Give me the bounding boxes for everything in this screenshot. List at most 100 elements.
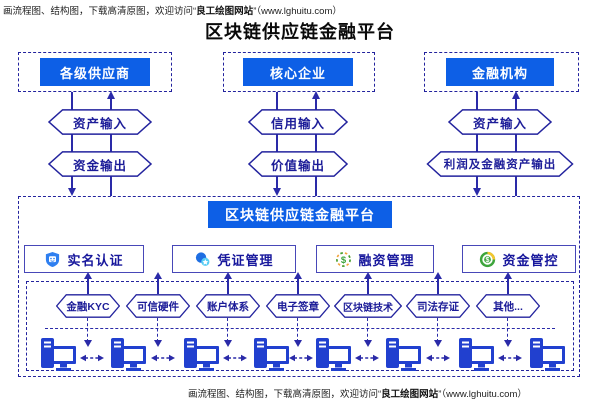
drop-arrow xyxy=(433,340,442,347)
entity-label: 核心企业 xyxy=(269,65,326,81)
entity-label: 各级供应商 xyxy=(59,65,130,81)
header-note: 画流程图、结构图，下载高清原图，欢迎访问“良工绘图网站”（www.lghuitu… xyxy=(3,3,342,17)
capability-label: 区块链技术 xyxy=(343,302,393,314)
footer-note-url: ”（www.lghuitu.com） xyxy=(438,389,527,400)
peer-link-arrow xyxy=(223,350,247,362)
node-computer-icon xyxy=(180,337,220,372)
page-title: 区块链供应链金融平台 xyxy=(205,22,395,42)
module-funds-control: $ 资金管控 xyxy=(462,245,576,273)
hexagon-label: 资金输出 xyxy=(72,158,127,173)
hexagon-shape xyxy=(126,294,190,318)
hexagon-shape xyxy=(448,109,552,135)
drop-line xyxy=(157,318,158,342)
hexagon-credit-input-core: 信用输入 xyxy=(248,109,348,135)
funds-control-icon: $ xyxy=(480,251,496,267)
drop-line xyxy=(87,318,88,342)
infrastructure-frame xyxy=(26,281,574,371)
drop-arrow xyxy=(363,340,372,347)
node-computer-icon xyxy=(526,337,566,372)
capability-hexagon-hardware: 可信硬件 xyxy=(126,294,190,318)
hexagon-shape xyxy=(196,294,260,318)
flow-line-up-suppliers xyxy=(110,99,112,196)
module-label: 融资管理 xyxy=(358,252,415,268)
platform-frame xyxy=(18,196,580,377)
hexagon-shape xyxy=(426,151,574,177)
flow-line-down-core xyxy=(276,92,278,190)
cap-line xyxy=(437,277,439,294)
cap-arrow-up xyxy=(363,272,372,279)
cap-line xyxy=(87,277,89,294)
hexagon-shape xyxy=(248,109,348,135)
capability-label: 账户体系 xyxy=(207,300,249,313)
module-real-name-auth: 实名认证 xyxy=(24,245,144,273)
capability-hexagon-blockchain: 区块链技术 xyxy=(334,294,402,318)
module-label: 凭证管理 xyxy=(217,252,274,268)
cap-line xyxy=(367,277,369,294)
hexagon-shape xyxy=(334,294,402,318)
arrow-down-core xyxy=(272,188,281,196)
hexagon-asset-input-suppliers: 资产输入 xyxy=(48,109,152,135)
hexagon-shape xyxy=(266,294,330,318)
entity-box-core: 核心企业 xyxy=(243,58,353,86)
entity-frame-suppliers xyxy=(18,52,172,92)
certificate-icon xyxy=(196,251,210,266)
hexagon-label: 利润及金融资产输出 xyxy=(443,159,557,171)
hexagon-shape xyxy=(248,151,348,177)
footer-note-site: 良工绘图网站 xyxy=(381,389,439,400)
cap-arrow-up xyxy=(433,272,442,279)
capability-label: 司法存证 xyxy=(417,300,459,313)
module-label: 实名认证 xyxy=(67,252,124,268)
module-financing-mgmt: $ 融资管理 xyxy=(316,245,434,273)
hexagon-shape xyxy=(48,151,152,177)
financing-coin-icon: $ xyxy=(336,251,352,267)
entity-frame-core xyxy=(223,52,375,92)
capability-hexagon-kyc: 金融KYC xyxy=(56,294,120,318)
capability-hexagon-accounts: 账户体系 xyxy=(196,294,260,318)
node-computer-icon xyxy=(382,337,422,372)
drop-arrow xyxy=(503,340,512,347)
drop-arrow xyxy=(223,340,232,347)
footer-note-prefix: 画流程图、结构图，下载高清原图，欢迎访问“ xyxy=(188,389,382,400)
header-note-prefix: 画流程图、结构图，下载高清原图，欢迎访问“ xyxy=(3,6,197,17)
platform-title: 区块链供应链金融平台 xyxy=(225,206,375,223)
hexagon-funds-output-suppliers: 资金输出 xyxy=(48,151,152,177)
flow-line-up-finance xyxy=(515,99,517,196)
capability-label: 电子签章 xyxy=(277,300,319,313)
capability-hexagon-esignature: 电子签章 xyxy=(266,294,330,318)
hexagon-shape xyxy=(48,109,152,135)
flow-line-up-core xyxy=(315,99,317,196)
cap-arrow-up xyxy=(293,272,302,279)
cap-line xyxy=(507,277,509,294)
module-certificate-mgmt: 凭证管理 xyxy=(172,245,296,273)
peer-link-arrow xyxy=(289,350,313,362)
capability-label: 金融KYC xyxy=(66,300,110,313)
peer-link-arrow xyxy=(80,350,104,362)
arrow-down-suppliers xyxy=(67,188,76,196)
hexagon-label: 资产输入 xyxy=(472,116,527,131)
shield-id-icon xyxy=(46,251,60,267)
peer-link-arrow xyxy=(498,350,522,362)
capability-label: 可信硬件 xyxy=(137,300,179,313)
node-computer-icon xyxy=(455,337,495,372)
drop-line xyxy=(507,318,508,342)
node-computer-icon xyxy=(107,337,147,372)
cap-arrow-up xyxy=(503,272,512,279)
flow-line-down-suppliers xyxy=(71,92,73,190)
drop-line xyxy=(297,318,298,342)
entity-label: 金融机构 xyxy=(471,65,528,81)
drop-arrow xyxy=(83,340,92,347)
capability-hexagon-other: 其他... xyxy=(476,294,540,318)
node-computer-icon xyxy=(312,337,352,372)
drop-line xyxy=(437,318,438,342)
dollar-glyph: $ xyxy=(486,256,490,264)
capability-hexagon-judicial: 司法存证 xyxy=(406,294,470,318)
arrow-up-finance xyxy=(511,91,520,99)
drop-arrow xyxy=(153,340,162,347)
drop-line xyxy=(227,318,228,342)
peer-link-arrow xyxy=(355,350,379,362)
dollar-glyph: $ xyxy=(341,254,347,265)
hexagon-label: 资产输入 xyxy=(72,116,127,131)
arrow-up-core xyxy=(311,91,320,99)
hexagon-shape xyxy=(476,294,540,318)
